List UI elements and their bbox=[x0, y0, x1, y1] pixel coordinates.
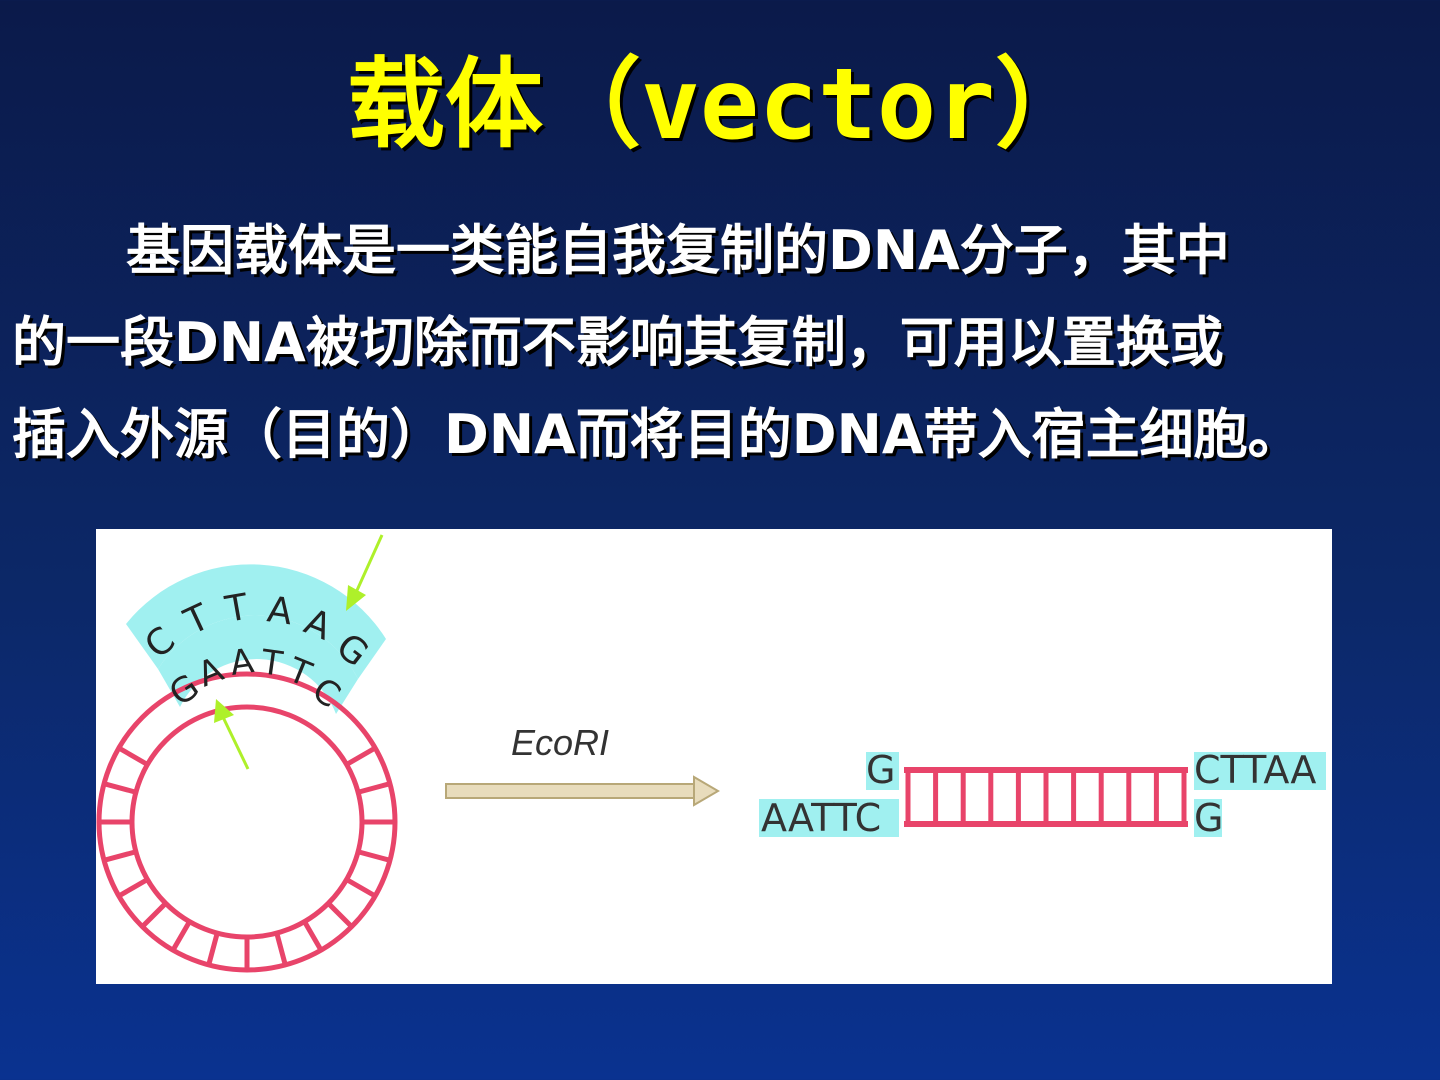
paragraph-line-2: 的一段DNA被切除而不影响其复制，可用以置换或 bbox=[12, 311, 1224, 374]
right-bottom-highlight bbox=[1194, 799, 1222, 837]
plasmid-rung bbox=[117, 877, 149, 899]
plasmid-rung bbox=[326, 901, 354, 929]
plasmid-rung bbox=[103, 781, 137, 795]
plasmid-inner-strand bbox=[129, 704, 365, 940]
linear-base-pair-rungs bbox=[905, 770, 1187, 824]
inner-highlight-band bbox=[158, 615, 358, 714]
paragraph-line-3: 插入外源（目的）DNA而将目的DNA带入宿主细胞。 bbox=[12, 403, 1302, 466]
inner-base: A bbox=[228, 641, 257, 684]
title-english: vector bbox=[640, 48, 995, 162]
paragraph-line-1: 基因载体是一类能自我复制的DNA分子，其中 bbox=[126, 219, 1230, 282]
diagram-svg: C T T A A G G A A T T C EcoRI bbox=[96, 534, 1326, 973]
right-overhang-highlight bbox=[1194, 752, 1326, 790]
title-close-paren: ） bbox=[995, 48, 1094, 162]
left-top-highlight bbox=[866, 752, 899, 790]
plasmid-rung bbox=[357, 849, 391, 863]
plasmid-rung bbox=[103, 849, 137, 863]
plasmid-rung bbox=[345, 745, 377, 767]
plasmid-rung bbox=[345, 877, 377, 899]
outer-base: A bbox=[265, 589, 295, 633]
plasmid-rung bbox=[302, 920, 324, 952]
plasmid-base-pair-rungs bbox=[99, 745, 395, 970]
plasmid-rung bbox=[274, 932, 288, 966]
plasmid-rung bbox=[357, 781, 391, 795]
right-top-sequence: CTTAA bbox=[1194, 748, 1316, 792]
enzyme-label: EcoRI bbox=[511, 722, 609, 763]
plasmid-rung bbox=[117, 745, 149, 767]
plasmid-rung bbox=[206, 932, 220, 966]
slide-title: 载体（vector） bbox=[0, 40, 1440, 170]
definition-paragraph: 基因载体是一类能自我复制的DNA分子，其中 的一段DNA被切除而不影响其复制，可… bbox=[12, 205, 1440, 481]
title-chinese: 载体（ bbox=[346, 48, 641, 162]
left-bottom-sequence: AATTC bbox=[761, 796, 881, 840]
process-arrow bbox=[445, 775, 720, 807]
outer-highlight-band bbox=[126, 564, 386, 679]
cut-site-arrow-bottom bbox=[214, 699, 250, 770]
right-bottom-base: G bbox=[1194, 796, 1223, 840]
left-overhang-highlight bbox=[759, 799, 899, 837]
ecori-diagram: C T T A A G G A A T T C EcoRI bbox=[96, 529, 1332, 984]
plasmid-rung bbox=[170, 920, 192, 952]
cut-site-arrow-top bbox=[346, 534, 384, 611]
plasmid-rung bbox=[140, 901, 168, 929]
left-top-base: G bbox=[866, 748, 895, 792]
